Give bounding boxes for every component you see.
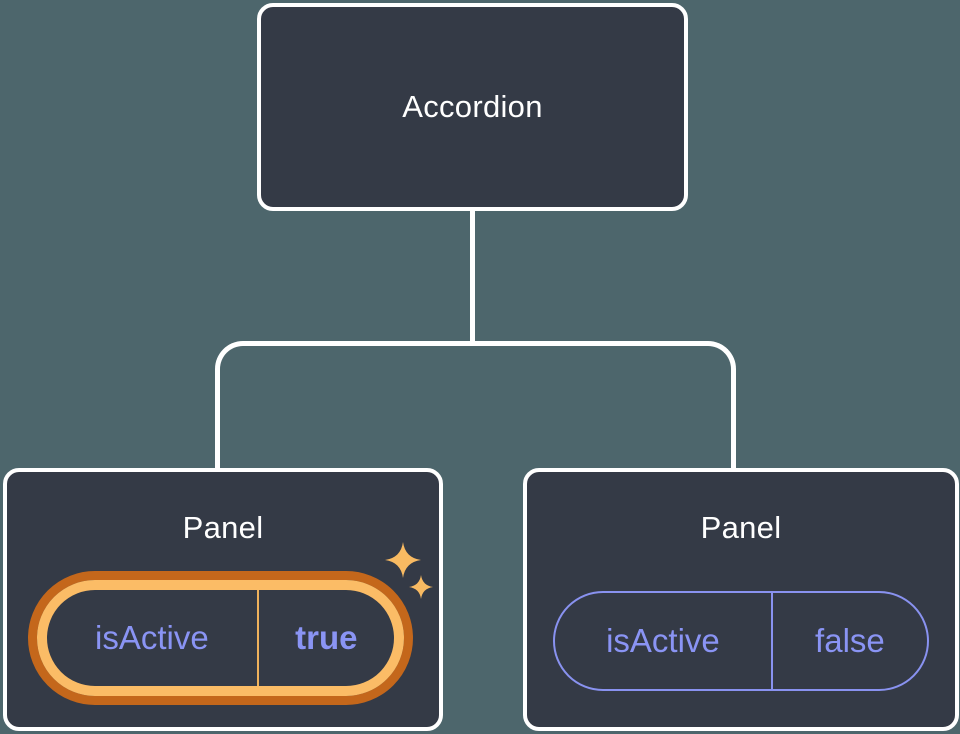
- state-prop-value: false: [770, 593, 927, 689]
- node-panel-active-label: Panel: [182, 510, 264, 545]
- connector-stem: [470, 209, 475, 344]
- node-panel-inactive-label: Panel: [700, 510, 782, 545]
- state-pill-active: isActive true: [28, 571, 413, 705]
- node-accordion-label: Accordion: [402, 89, 543, 124]
- connector-bracket: [215, 341, 736, 469]
- state-pill-inactive: isActive false: [553, 591, 929, 691]
- state-prop-value: true: [256, 590, 394, 686]
- node-panel-active: Panel isActive true: [3, 468, 443, 731]
- state-pill-active-inner: isActive true: [37, 580, 404, 696]
- node-accordion: Accordion: [257, 3, 688, 211]
- node-panel-inactive: Panel isActive false: [523, 468, 959, 731]
- state-prop-name: isActive: [606, 622, 720, 659]
- state-prop-name: isActive: [95, 619, 209, 656]
